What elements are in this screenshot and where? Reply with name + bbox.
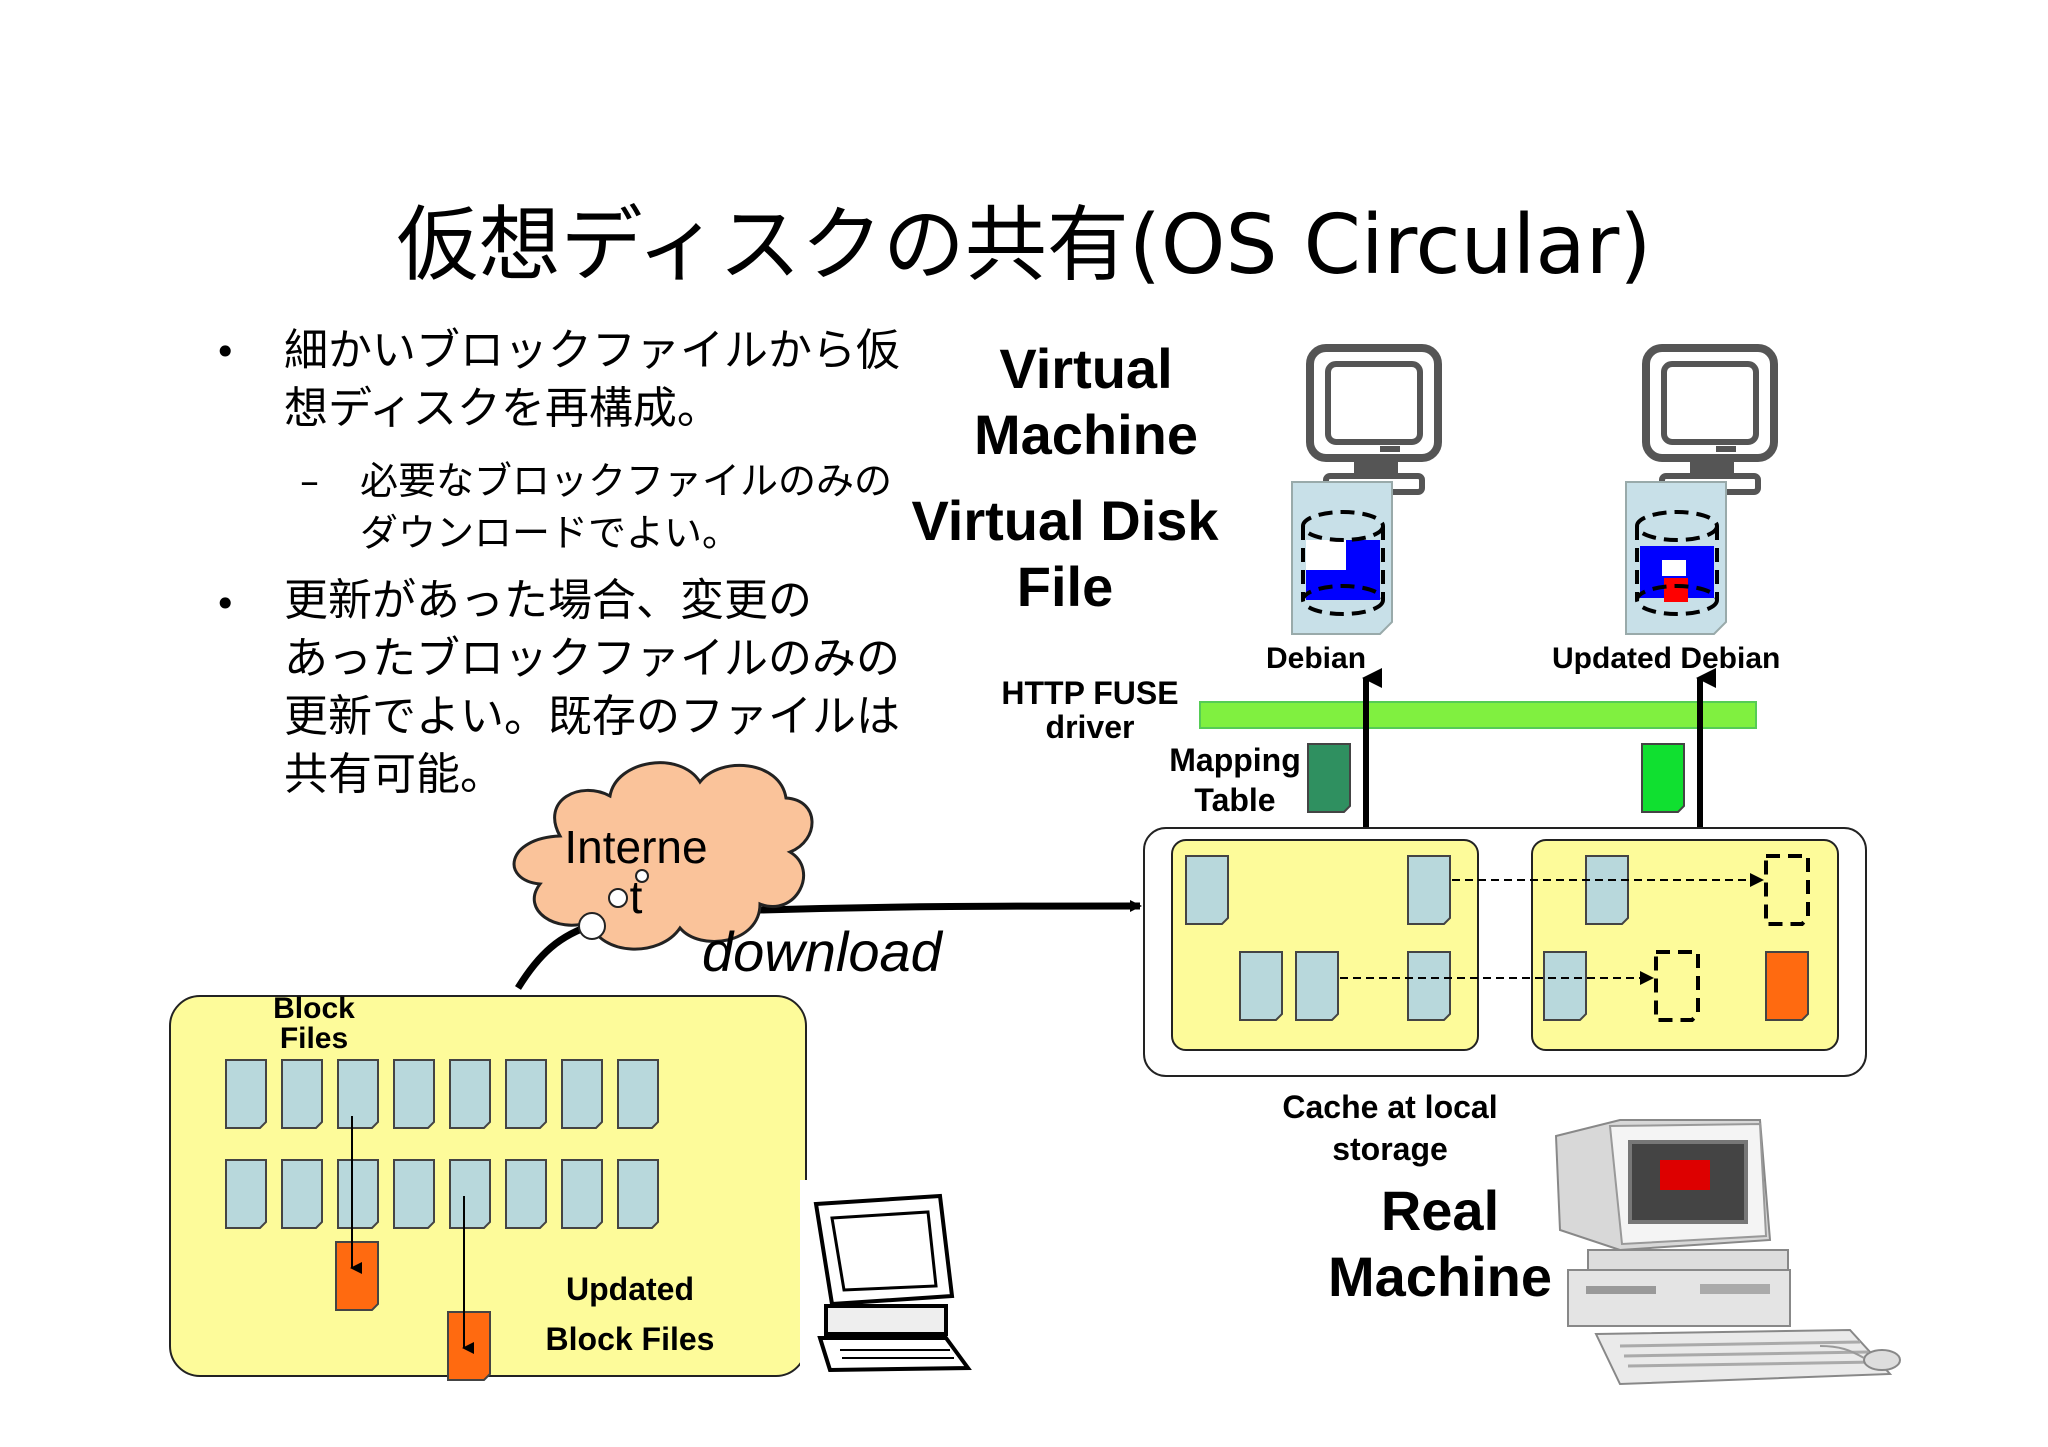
block-files-row-2 — [225, 1159, 659, 1229]
internet-label: Interne t — [564, 821, 708, 923]
cloud-icon — [512, 761, 814, 951]
mapping-table-block — [1641, 743, 1685, 813]
mapping-table-label: Mapping Table — [1169, 742, 1301, 818]
server-computer-icon — [1554, 1119, 1901, 1386]
cache-block-files — [1543, 855, 1629, 1021]
monitor-icon — [1642, 344, 1778, 495]
sub-bullet-line-2: ダウンロードでよい。 — [360, 511, 741, 555]
block-files-row-1 — [225, 1059, 659, 1129]
block-files-label: Block Files — [273, 992, 355, 1055]
cache-block-files — [1185, 855, 1451, 1021]
disk-cylinder-icon — [1625, 481, 1727, 635]
bullet-1-line-1: 細かいブロックファイルから仮 — [284, 325, 900, 376]
updated-block-file — [447, 1311, 491, 1381]
download-arrow — [515, 900, 1142, 990]
bullet-marker: • — [214, 582, 237, 626]
bullet-2-line-3: 更新でよい。既存のファイルは — [284, 691, 900, 742]
debian-label: Debian — [1266, 642, 1367, 675]
bullet-marker: • — [214, 330, 237, 374]
dashed-block-placeholder — [1654, 854, 1810, 1022]
slide-title: 仮想ディスクの共有(OS Circular) — [396, 198, 1652, 293]
updated-debian-label: Updated Debian — [1552, 642, 1781, 675]
updated-block-file — [335, 1241, 379, 1311]
fuse-driver-bar — [1199, 701, 1757, 729]
real-machine-label: Real Machine — [1327, 1179, 1553, 1308]
sub-bullet-line-1: 必要なブロックファイルのみの — [360, 459, 893, 503]
download-label: download — [702, 920, 942, 983]
bullet-1-line-2: 想ディスクを再構成。 — [284, 383, 721, 434]
mapping-table-block — [1307, 743, 1351, 813]
updated-block-file — [1765, 951, 1809, 1021]
virtual-machine-label: Virtual Machine — [973, 337, 1199, 466]
sub-bullet-marker: – — [300, 459, 319, 503]
bullet-2-line-1: 更新があった場合、変更の — [284, 575, 812, 626]
virtual-disk-file-label: Virtual Disk File — [911, 489, 1219, 618]
bullet-2-line-4: 共有可能。 — [284, 749, 504, 800]
desktop-computer-icon — [800, 1180, 972, 1380]
http-fuse-driver-label: HTTP FUSE driver — [1001, 675, 1179, 745]
monitor-icon — [1306, 344, 1442, 495]
disk-cylinder-icon — [1291, 481, 1393, 635]
updated-block-files-label: Updated Block Files — [545, 1271, 715, 1357]
cache-local-storage-label: Cache at local storage — [1282, 1089, 1498, 1167]
bullet-2-line-2: あったブロックファイルのみの — [284, 633, 900, 684]
